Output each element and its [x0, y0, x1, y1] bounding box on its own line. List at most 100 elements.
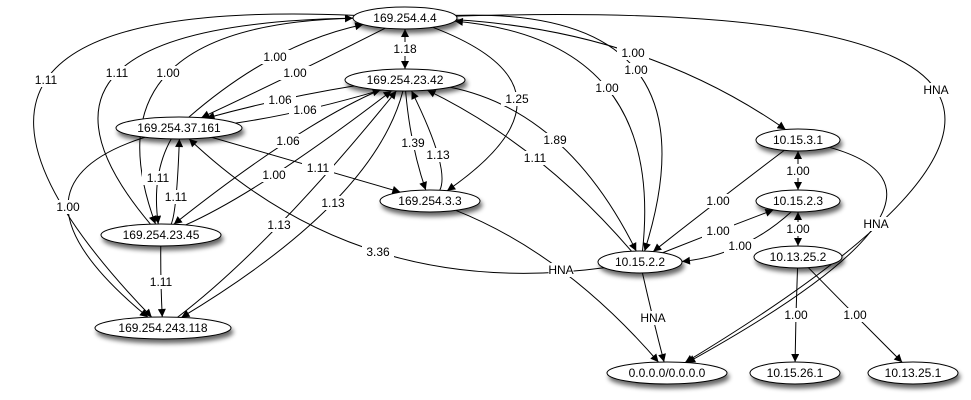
node-n8[interactable]: 10.15.3.1: [755, 128, 841, 152]
edge-label: 1.00: [780, 308, 812, 322]
edge-label-text: 1.00: [595, 81, 619, 95]
node-n3[interactable]: 169.254.37.161: [115, 116, 243, 140]
edge-label-background: [839, 308, 871, 322]
node-ellipse[interactable]: [115, 116, 243, 140]
edge-label: 1.11: [302, 161, 334, 175]
edge-label: 1.11: [30, 73, 62, 87]
edge-label-text: HNA: [548, 263, 573, 277]
node-n4[interactable]: 169.254.23.45: [100, 223, 222, 247]
edge-label: 1.11: [142, 171, 174, 185]
node-n7[interactable]: 10.15.2.2: [597, 250, 683, 274]
node-ellipse[interactable]: [100, 223, 222, 247]
edge-label-background: [702, 194, 734, 208]
edge-label: 1.00: [591, 81, 623, 95]
edge-label-text: 1.00: [283, 66, 307, 80]
edge-label: HNA: [863, 217, 889, 231]
edge-label-background: [142, 171, 174, 185]
edge-label-background: [258, 168, 290, 182]
edge-label-text: 1.13: [321, 196, 345, 210]
edge-label: 1.11: [160, 190, 192, 204]
node-n12[interactable]: 10.15.26.1: [749, 361, 841, 385]
edge-label-text: 1.39: [401, 136, 425, 150]
edge-label: 1.25: [501, 92, 533, 106]
edge-label-text: 1.13: [267, 218, 291, 232]
node-n2[interactable]: 169.254.23.42: [344, 68, 466, 92]
node-label: 10.15.2.3: [773, 194, 823, 208]
edge-label-background: [362, 245, 394, 259]
edge-label-background: [620, 63, 652, 77]
edge-label: 1.06: [264, 93, 296, 107]
edge-label: 1.39: [397, 136, 429, 150]
node-n10[interactable]: 10.13.25.2: [753, 245, 843, 269]
edge-label: 1.00: [620, 63, 652, 77]
edge-label-background: [782, 222, 814, 236]
node-label: 10.13.25.2: [770, 250, 827, 264]
edge-label-background: [397, 136, 429, 150]
edge-label: 1.11: [519, 151, 551, 165]
node-ellipse[interactable]: [749, 361, 841, 385]
edge-label-text: 1.06: [293, 103, 317, 117]
node-ellipse[interactable]: [379, 189, 481, 213]
edge-label: 1.13: [263, 218, 295, 232]
edge-label-background: [724, 239, 756, 253]
edge-label-background: [519, 151, 551, 165]
node-ellipse[interactable]: [755, 128, 841, 152]
edge-label-background: [422, 148, 454, 162]
edge-label: HNA: [640, 311, 666, 325]
node-ellipse[interactable]: [755, 189, 841, 213]
edge-label-background: [152, 66, 184, 80]
node-ellipse[interactable]: [606, 361, 728, 385]
edge-label-text: 1.06: [268, 93, 292, 107]
edge-label-background: [640, 311, 666, 325]
edge-label: 1.13: [317, 196, 349, 210]
edge-label-text: 1.00: [56, 200, 80, 214]
edge-label-text: 1.89: [543, 133, 567, 147]
edge-label-text: 1.00: [262, 168, 286, 182]
node-n13[interactable]: 10.13.25.1: [867, 361, 959, 385]
edge-label-background: [923, 83, 949, 97]
edge-label: 1.11: [145, 275, 177, 289]
node-n1[interactable]: 169.254.4.4: [352, 6, 458, 30]
node-ellipse[interactable]: [352, 6, 458, 30]
edge-label-background: [272, 134, 304, 148]
edge-label-background: [145, 275, 177, 289]
edge-label-background: [302, 161, 334, 175]
edge-label-text: 1.11: [524, 151, 547, 165]
node-n6[interactable]: 169.254.3.3: [379, 189, 481, 213]
node-ellipse[interactable]: [867, 361, 959, 385]
node-n9[interactable]: 10.15.2.3: [755, 189, 841, 213]
node-ellipse[interactable]: [94, 316, 232, 340]
node-label: 10.13.25.1: [885, 366, 942, 380]
edge-label: HNA: [548, 263, 574, 277]
node-ellipse[interactable]: [597, 250, 683, 274]
edge-label-text: 3.36: [366, 245, 390, 259]
node-n5[interactable]: 169.254.243.118: [94, 316, 232, 340]
node-label: 169.254.37.161: [137, 121, 221, 135]
node-label: 169.254.4.4: [373, 11, 437, 25]
edge-label-text: 1.18: [393, 42, 417, 56]
edge-label-background: [264, 93, 296, 107]
edge-label-text: 1.00: [263, 50, 287, 64]
edge-label-background: [160, 190, 192, 204]
edge-label-background: [780, 308, 812, 322]
edge-n6-n11: [455, 209, 659, 363]
node-ellipse[interactable]: [344, 68, 466, 92]
edge-label: 1.00: [724, 239, 756, 253]
node-ellipse[interactable]: [753, 245, 843, 269]
edge-label-text: HNA: [863, 217, 888, 231]
edge-label-text: 1.11: [307, 161, 330, 175]
edge-label: 1.00: [839, 308, 871, 322]
edge-label: 1.00: [259, 50, 291, 64]
edge-label-background: [539, 133, 571, 147]
node-n11[interactable]: 0.0.0.0/0.0.0.0: [606, 361, 728, 385]
edge-label-text: 1.11: [147, 171, 170, 185]
edge-label-text: HNA: [923, 83, 948, 97]
node-label: 169.254.23.45: [123, 228, 200, 242]
edge-label-text: 1.00: [706, 224, 730, 238]
edge-label-background: [591, 81, 623, 95]
edge-n7-n2: [427, 89, 632, 252]
edge-label-background: [702, 224, 734, 238]
edge-label-background: [30, 73, 62, 87]
edge-label-text: 1.00: [843, 308, 867, 322]
